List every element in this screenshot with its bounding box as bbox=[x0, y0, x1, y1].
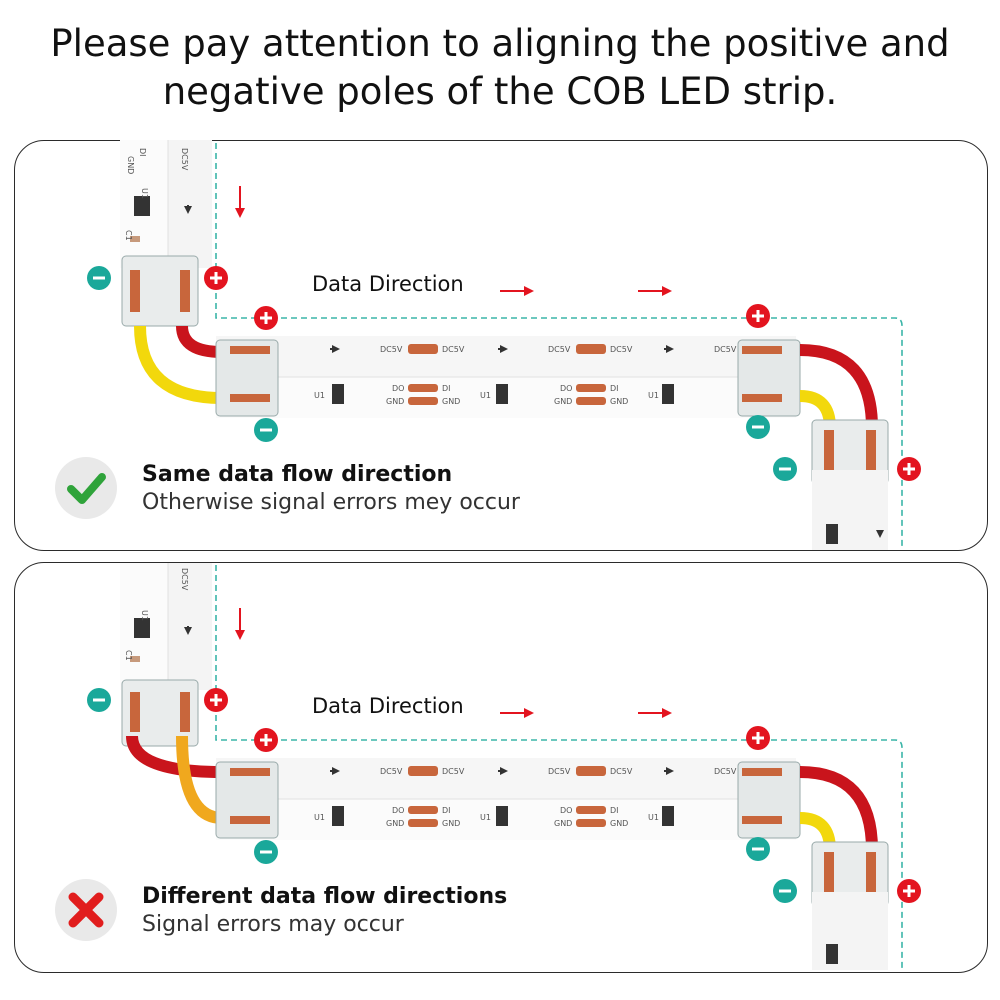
data-direction-label: Data Direction bbox=[312, 272, 464, 296]
strip-label-gnd: GND bbox=[126, 156, 135, 174]
page-title: Please pay attention to aligning the pos… bbox=[0, 20, 1000, 116]
negative-pole-icon bbox=[746, 837, 770, 861]
status-title: Same data flow direction bbox=[142, 462, 453, 487]
strip-label-dc5v: DC5V bbox=[380, 345, 403, 354]
strip-label-di: DI bbox=[610, 384, 619, 393]
positive-pole-icon bbox=[204, 688, 228, 712]
strip-label-gnd: GND bbox=[610, 819, 628, 828]
yellow-wire bbox=[134, 325, 223, 404]
horizontal-strip: DC5V DC5V DC5V DC5V DC5V DO DI GND GND D… bbox=[215, 336, 801, 418]
positive-pole-icon bbox=[746, 726, 770, 750]
cross-icon bbox=[55, 879, 117, 941]
strip-label-di: DI bbox=[442, 384, 451, 393]
strip-label-dc5v: DC5V bbox=[610, 345, 633, 354]
positive-pole-icon bbox=[897, 879, 921, 903]
strip-label-do: DO bbox=[392, 384, 404, 393]
negative-pole-icon bbox=[773, 879, 797, 903]
positive-pole-icon bbox=[746, 304, 770, 328]
data-path-line bbox=[215, 143, 903, 548]
status-title: Different data flow directions bbox=[142, 884, 508, 909]
strip-label-gnd: GND bbox=[554, 819, 572, 828]
red-wire bbox=[126, 735, 223, 778]
strip-label-dc5v: DC5V bbox=[380, 767, 403, 776]
horizontal-strip: DC5V DC5V DC5V DC5V DC5V DO DI GND GND D… bbox=[215, 758, 801, 840]
status-subtitle: Otherwise signal errors mey occur bbox=[142, 490, 520, 515]
strip-label-di: DI bbox=[610, 806, 619, 815]
bottom-right-connector bbox=[811, 419, 889, 550]
data-direction-label: Data Direction bbox=[312, 694, 464, 718]
strip-label-gnd: GND bbox=[386, 397, 404, 406]
positive-pole-icon bbox=[897, 457, 921, 481]
strip-label-gnd: GND bbox=[442, 819, 460, 828]
vertical-strip-top: GND DI DC5V U1 C1 bbox=[120, 140, 212, 268]
strip-label-dc5v: DC5V bbox=[180, 148, 189, 171]
title-line-2: negative poles of the COB LED strip. bbox=[162, 70, 838, 113]
strip-label-dc5v: DC5V bbox=[548, 767, 571, 776]
negative-pole-icon bbox=[254, 418, 278, 442]
negative-pole-icon bbox=[254, 840, 278, 864]
strip-label-di: DI bbox=[442, 806, 451, 815]
strip-label-dc5v: DC5V bbox=[548, 345, 571, 354]
orange-wire bbox=[176, 735, 223, 824]
checkmark-icon bbox=[55, 457, 117, 519]
strip-label-dc5v: DC5V bbox=[714, 345, 737, 354]
red-wire bbox=[799, 344, 878, 429]
strip-label-gnd: GND bbox=[386, 819, 404, 828]
negative-pole-icon bbox=[746, 415, 770, 439]
bottom-right-connector bbox=[811, 841, 889, 970]
strip-label-do: DO bbox=[560, 384, 572, 393]
strip-label-gnd: GND bbox=[554, 397, 572, 406]
strip-label-u1: U1 bbox=[648, 813, 659, 822]
strip-label-u1: U1 bbox=[140, 610, 149, 621]
top-connector bbox=[121, 255, 199, 327]
top-connector bbox=[121, 679, 199, 747]
strip-label-u1: U1 bbox=[140, 188, 149, 199]
panel-2-graphics: DC5V U1 C1 bbox=[120, 563, 903, 970]
strip-label-c1: C1 bbox=[124, 230, 133, 241]
data-path-line bbox=[215, 565, 903, 970]
strip-label-dc5v: DC5V bbox=[180, 568, 189, 591]
strip-label-do: DO bbox=[560, 806, 572, 815]
positive-pole-icon bbox=[254, 728, 278, 752]
strip-label-di: DI bbox=[138, 148, 147, 157]
vertical-strip-top: DC5V U1 C1 bbox=[120, 563, 212, 690]
strip-label-dc5v: DC5V bbox=[442, 345, 465, 354]
strip-label-u1: U1 bbox=[480, 813, 491, 822]
polarity-markers bbox=[87, 266, 921, 903]
status-subtitle: Signal errors may occur bbox=[142, 912, 404, 937]
negative-pole-icon bbox=[87, 688, 111, 712]
strip-label-c1: C1 bbox=[124, 650, 133, 661]
strip-label-do: DO bbox=[392, 806, 404, 815]
strip-label-dc5v: DC5V bbox=[714, 767, 737, 776]
negative-pole-icon bbox=[87, 266, 111, 290]
strip-label-gnd: GND bbox=[442, 397, 460, 406]
red-wire bbox=[799, 766, 878, 851]
panel-1-graphics: GND DI DC5V U1 C1 bbox=[120, 140, 903, 550]
negative-pole-icon bbox=[773, 457, 797, 481]
positive-pole-icon bbox=[254, 306, 278, 330]
positive-pole-icon bbox=[204, 266, 228, 290]
strip-label-u1: U1 bbox=[314, 391, 325, 400]
title-line-1: Please pay attention to aligning the pos… bbox=[50, 22, 950, 65]
strip-label-u1: U1 bbox=[480, 391, 491, 400]
strip-label-dc5v: DC5V bbox=[442, 767, 465, 776]
strip-label-gnd: GND bbox=[610, 397, 628, 406]
strip-label-u1: U1 bbox=[314, 813, 325, 822]
strip-label-dc5v: DC5V bbox=[610, 767, 633, 776]
strip-label-u1: U1 bbox=[648, 391, 659, 400]
